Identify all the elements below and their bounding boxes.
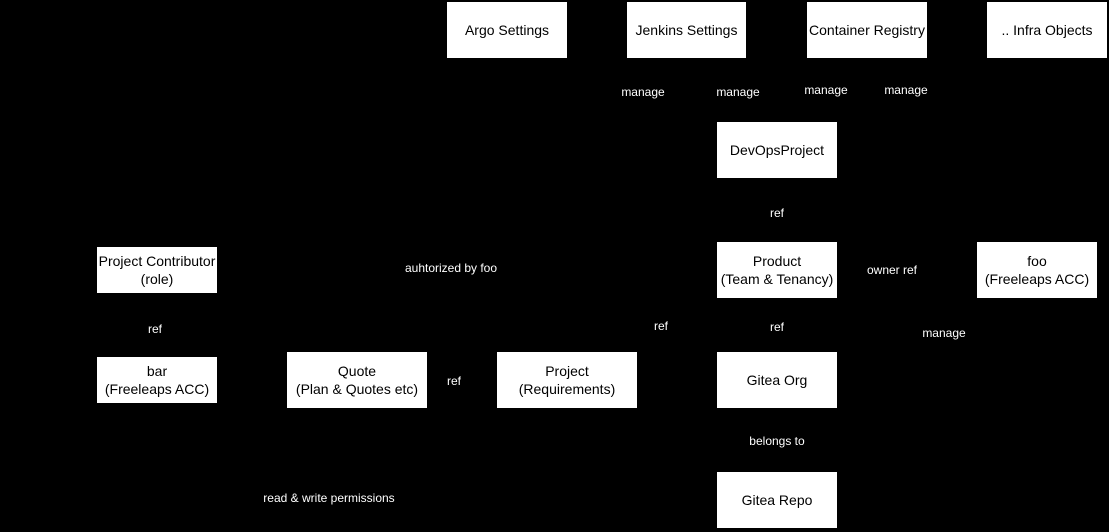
node-quote: Quote (Plan & Quotes etc) xyxy=(287,352,427,408)
node-label: Container Registry xyxy=(809,22,925,38)
node-gitea-org: Gitea Org xyxy=(717,352,837,408)
node-devops-project: DevOpsProject xyxy=(717,122,837,178)
node-label: Gitea Repo xyxy=(741,492,813,508)
edge-label-manage-argo: manage xyxy=(619,85,667,99)
node-gitea-repo: Gitea Repo xyxy=(717,472,837,528)
node-label: Project Contributor xyxy=(98,253,216,269)
edge-label-ref-product-giteaorg: ref xyxy=(767,320,787,334)
node-label: Argo Settings xyxy=(464,22,550,38)
edge-label-manage-infra: manage xyxy=(882,83,930,97)
edge-label-manage-jenkins: manage xyxy=(714,85,762,99)
node-jenkins-settings: Jenkins Settings xyxy=(627,2,746,58)
node-label: bar xyxy=(146,363,168,379)
edge-label-manage-registry: manage xyxy=(802,83,850,97)
edge-label-ref-project-product: ref xyxy=(651,319,671,333)
node-label: DevOpsProject xyxy=(729,142,825,158)
edge-label-belongs-to: belongs to xyxy=(747,434,807,448)
node-label: Gitea Org xyxy=(746,372,808,388)
edge-label-owner-ref: owner ref xyxy=(864,263,920,277)
node-label: Jenkins Settings xyxy=(635,22,738,38)
node-project-requirements: Project (Requirements) xyxy=(497,352,637,408)
edge-label-read-write-permissions: read & write permissions xyxy=(261,491,397,505)
edge-label-ref-devops-product: ref xyxy=(767,206,787,220)
node-foo-account: foo (Freeleaps ACC) xyxy=(977,242,1097,298)
node-container-registry: Container Registry xyxy=(807,2,927,58)
node-label: Project xyxy=(545,363,589,379)
edge-label-ref-quote-project: ref xyxy=(444,374,464,388)
node-label: .. Infra Objects xyxy=(1001,22,1093,38)
node-project-contributor: Project Contributor (role) xyxy=(97,247,217,293)
node-label: (Freeleaps ACC) xyxy=(984,271,1090,287)
node-label: (Requirements) xyxy=(518,381,616,397)
node-infra-objects: .. Infra Objects xyxy=(987,2,1107,58)
node-argo-settings: Argo Settings xyxy=(447,2,567,58)
node-label: (Freeleaps ACC) xyxy=(104,381,210,397)
node-label: (Plan & Quotes etc) xyxy=(295,381,419,397)
edge-label-manage-foo: manage xyxy=(920,326,968,340)
node-product: Product (Team & Tenancy) xyxy=(717,242,837,298)
edge-label-ref-contributor-bar: ref xyxy=(145,322,165,336)
node-label: Product xyxy=(752,253,802,269)
node-label: foo xyxy=(1027,253,1047,269)
node-label: (role) xyxy=(140,271,174,287)
node-label: Quote xyxy=(337,363,377,379)
node-label: (Team & Tenancy) xyxy=(720,271,834,287)
edge-label-authorized-by-foo: auhtorized by foo xyxy=(402,261,500,275)
node-bar-account: bar (Freeleaps ACC) xyxy=(97,357,217,403)
